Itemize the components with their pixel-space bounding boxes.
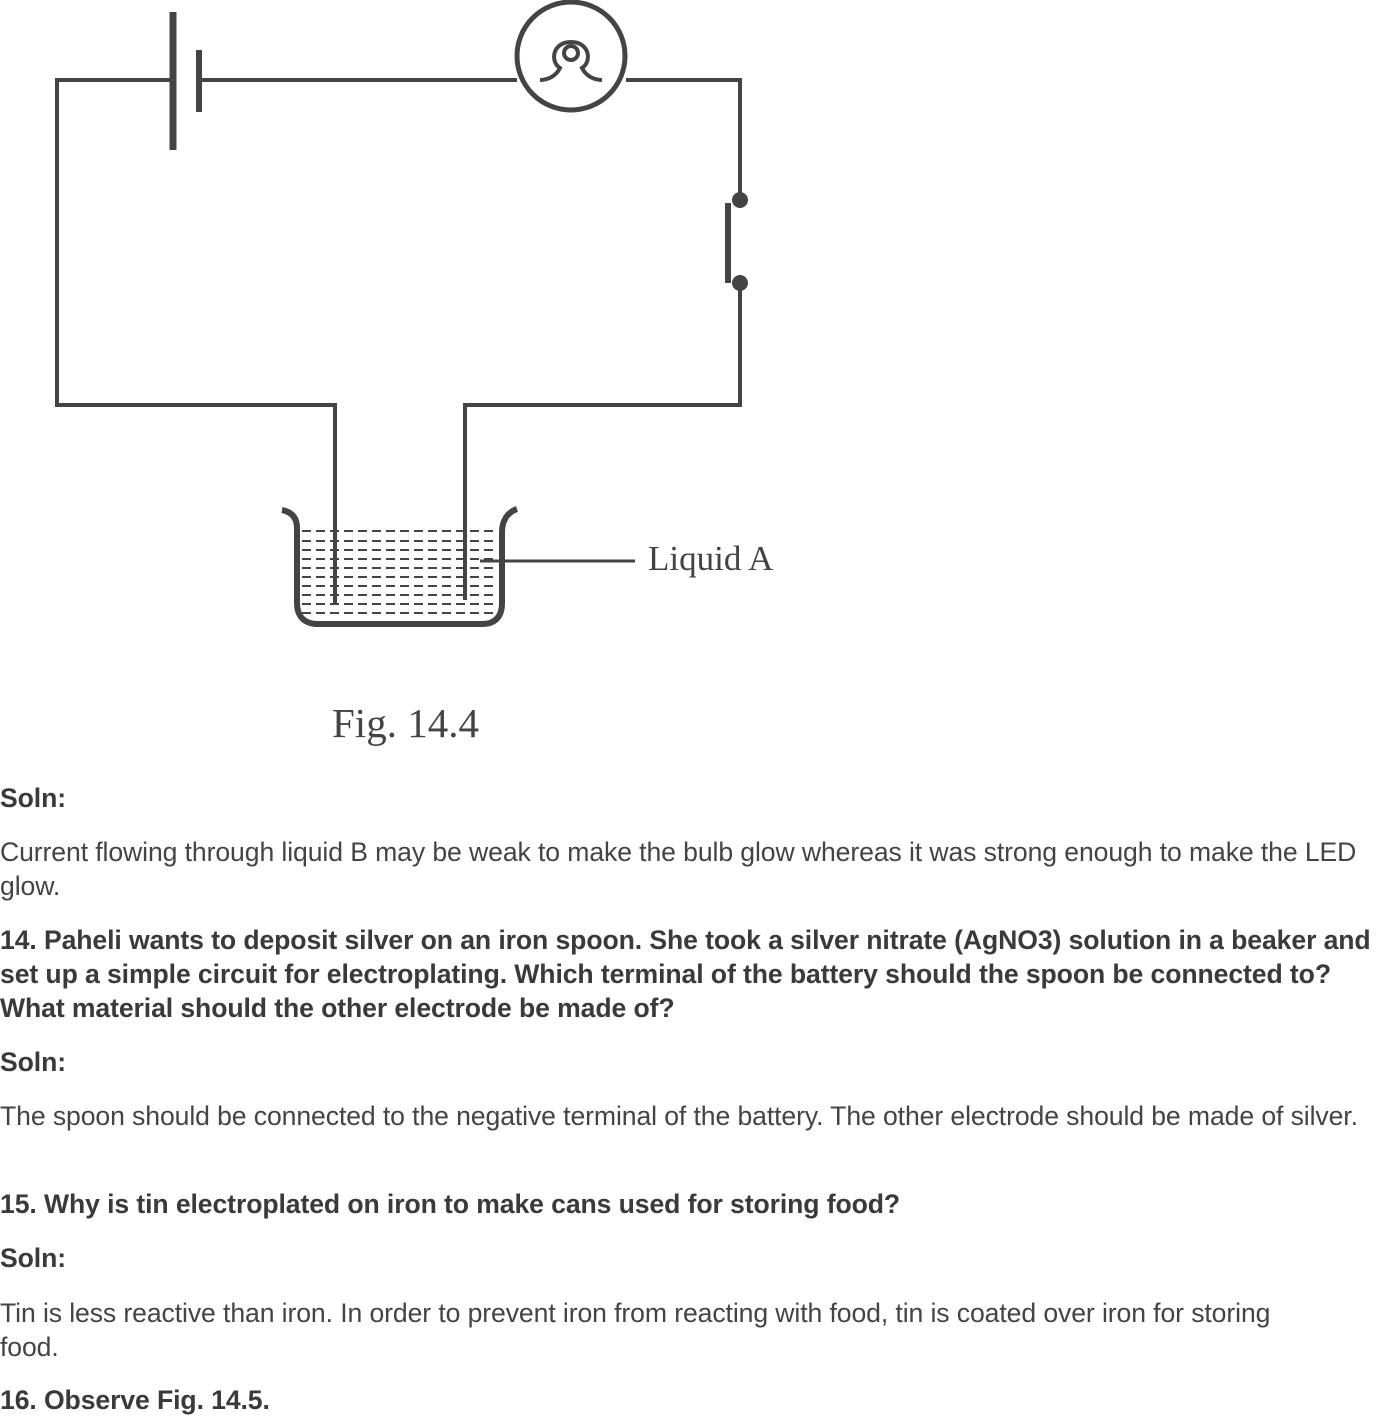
liquid-dashes bbox=[302, 530, 497, 614]
question-14: 14. Paheli wants to deposit silver on an… bbox=[0, 925, 1371, 1023]
circuit-diagram-figure: Liquid A Fig. 14.4 bbox=[55, 0, 774, 746]
question-16: 16. Observe Fig. 14.5. bbox=[0, 1385, 270, 1415]
answer-text: Current flowing through liquid B may be … bbox=[0, 837, 1357, 901]
answer-text: The spoon should be connected to the neg… bbox=[0, 1101, 1358, 1131]
solution-heading: Soln: bbox=[0, 1243, 66, 1273]
circuit-wire bbox=[463, 283, 742, 600]
answer-text: Tin is less reactive than iron. In order… bbox=[0, 1298, 1271, 1362]
circuit-wire bbox=[55, 78, 337, 605]
question-15: 15. Why is tin electroplated on iron to … bbox=[0, 1189, 901, 1219]
bulb-icon bbox=[514, 0, 628, 113]
solution-heading: Soln: bbox=[0, 783, 66, 813]
solution-heading: Soln: bbox=[0, 1047, 66, 1077]
circuit-wire bbox=[626, 78, 742, 200]
figure-caption: Fig. 14.4 bbox=[332, 700, 479, 746]
beaker bbox=[281, 506, 519, 627]
switch-icon bbox=[725, 192, 748, 291]
liquid-a-label: Liquid A bbox=[648, 539, 774, 578]
